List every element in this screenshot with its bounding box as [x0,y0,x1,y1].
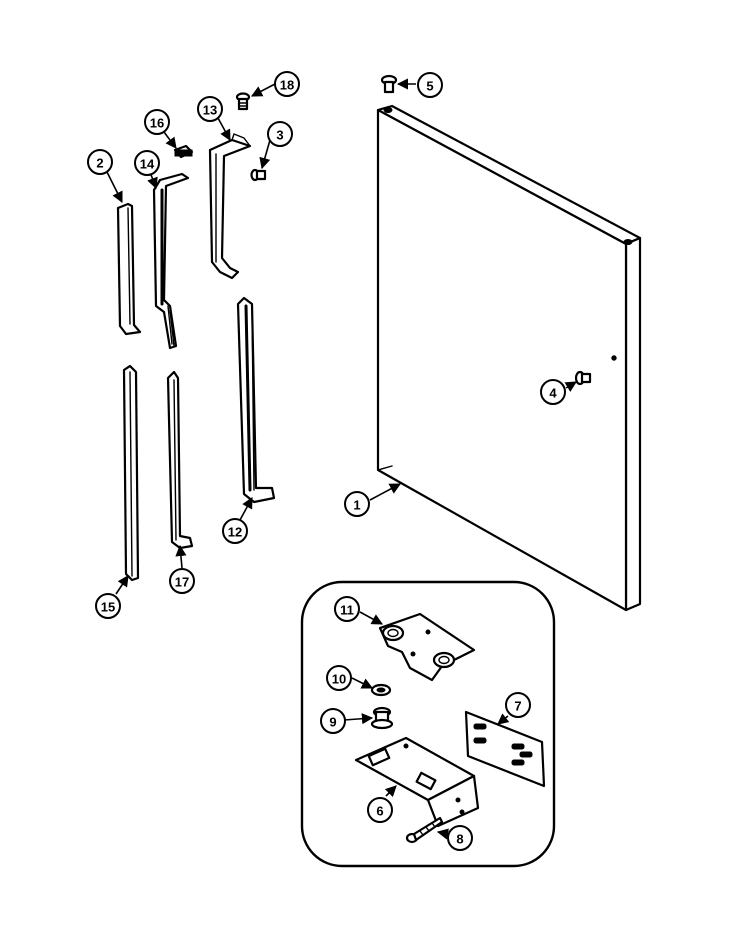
bottom-hinge-part-8 [354,736,480,828]
leader-lines [105,78,577,840]
callout-badges: 5 18 3 16 13 2 14 4 [87,71,566,851]
trim-part-17 [166,370,194,550]
svg-text:12: 12 [228,525,242,540]
callout-badge-14: 14 [134,150,160,176]
svg-text:2: 2 [96,156,103,171]
callout-badge-4: 4 [540,379,566,405]
screw-part-18 [235,92,251,111]
plug-part-4 [574,370,592,386]
callout-badge-1: 1 [344,491,370,517]
callout-badge-13: 13 [197,96,223,122]
hinge-plate-part-11 [378,612,476,682]
callout-badge-11: 11 [334,596,360,622]
svg-text:15: 15 [101,600,115,615]
callout-badge-15: 15 [95,593,121,619]
callout-badge-8: 8 [447,825,473,851]
callout-badge-18: 18 [274,71,300,97]
hinge-bracket-part-13 [208,133,252,280]
callout-badge-3: 3 [267,121,293,147]
svg-text:3: 3 [276,128,283,143]
screw-part-3 [250,168,267,182]
callout-badge-10: 10 [326,665,352,691]
screw-part-5 [380,74,398,94]
svg-text:4: 4 [549,386,557,401]
callout-badge-16: 16 [144,109,170,135]
svg-text:11: 11 [340,603,354,618]
hinge-kit-inset [300,580,556,868]
clip-part-16 [173,144,194,159]
shim-plate-part-7 [464,710,546,788]
svg-text:8: 8 [456,832,463,847]
trim-part-2 [116,202,142,336]
svg-text:6: 6 [376,804,383,819]
callout-badge-12: 12 [222,518,248,544]
screw-part-9-lower [405,816,444,844]
svg-text:5: 5 [426,79,433,94]
washer-part-10 [370,683,392,697]
svg-text:9: 9 [329,715,336,730]
callout-badge-6: 6 [367,797,393,823]
callout-badge-5: 5 [417,72,443,98]
svg-text:1: 1 [353,498,360,513]
callout-badge-9: 9 [320,708,346,734]
door-panel [376,104,642,612]
svg-text:17: 17 [175,575,189,590]
trim-part-15 [122,364,140,582]
hinge-pin-part-9 [370,706,394,730]
callout-badge-7: 7 [505,692,531,718]
svg-text:13: 13 [203,103,217,118]
trim-part-12 [236,296,276,504]
callout-badge-17: 17 [169,568,195,594]
svg-text:18: 18 [280,78,294,93]
svg-text:14: 14 [140,157,155,172]
hinge-bracket-part-14 [152,172,190,350]
svg-text:7: 7 [514,699,521,714]
svg-text:10: 10 [332,672,346,687]
callout-badge-2: 2 [87,149,113,175]
svg-text:16: 16 [150,116,164,131]
